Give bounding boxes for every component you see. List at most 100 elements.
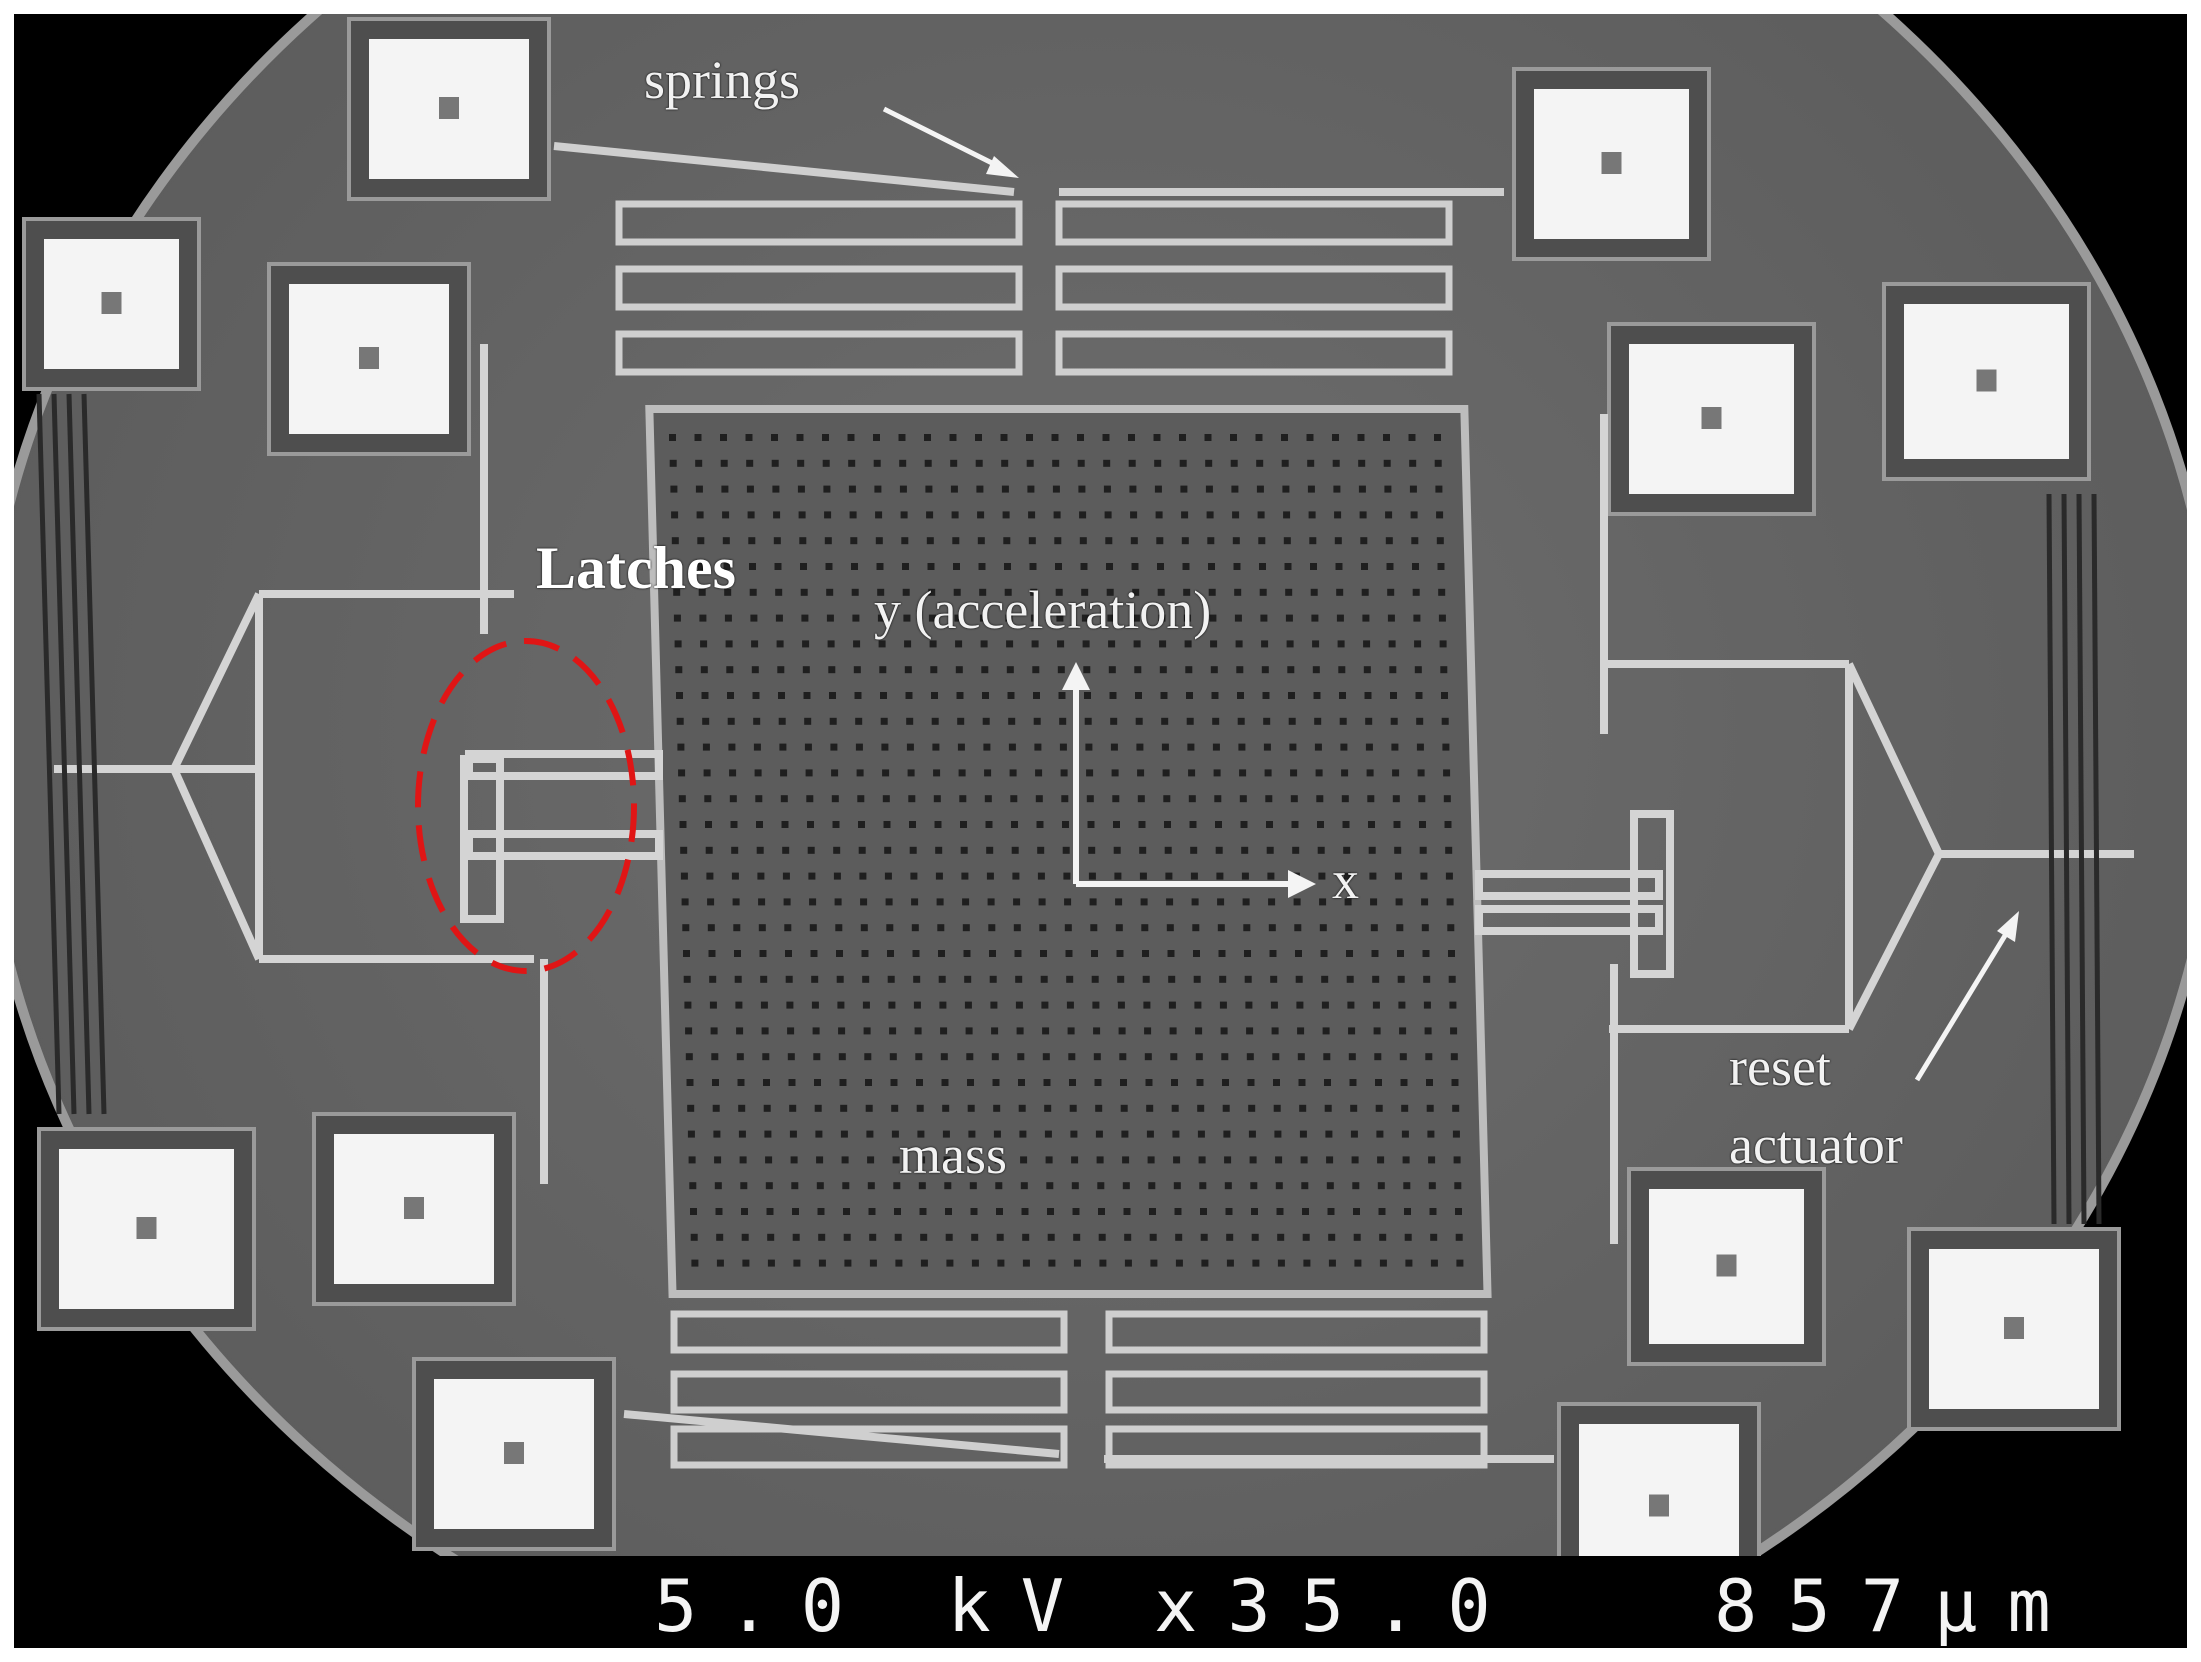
etch-hole [1122,1182,1130,1190]
etch-hole [1392,795,1400,803]
etch-hole [1241,846,1249,854]
etch-hole [1045,1156,1053,1164]
etch-hole [952,537,960,545]
etch-hole [818,1259,826,1267]
etch-hole [1370,924,1378,932]
etch-hole [957,743,965,751]
etch-hole [1103,459,1111,467]
etch-hole [1346,950,1353,957]
etch-hole [1273,1079,1280,1086]
etch-hole [1042,1053,1050,1061]
etch-hole [1256,459,1264,467]
etch-hole [1017,1053,1025,1061]
etch-hole [1088,846,1096,854]
etch-hole [1042,1027,1050,1035]
etch-hole [955,640,963,648]
etch-hole [1445,872,1453,880]
etch-hole [1267,872,1275,880]
etch-hole [977,537,985,545]
etch-hole [1285,614,1293,622]
etch-hole [1368,846,1376,854]
etch-hole [850,537,858,545]
etch-hole [714,1156,722,1164]
etch-hole [1004,563,1011,570]
etch-hole [1338,666,1346,674]
etch-hole [1284,563,1292,570]
etch-hole [1084,717,1092,725]
etch-hole [1044,1130,1052,1138]
etch-hole [1314,717,1322,725]
etch-hole [1417,769,1425,777]
etch-hole [1197,1130,1205,1138]
etch-hole [919,1208,927,1215]
etch-hole [1419,821,1426,828]
etch-hole [1223,1130,1231,1138]
bond-pad-via [504,1442,524,1464]
etch-hole [1097,1182,1105,1190]
etch-hole [811,1001,819,1009]
etch-hole [997,1259,1005,1267]
etch-hole [804,717,812,725]
etch-hole [714,1182,722,1190]
etch-hole [1387,614,1395,622]
etch-hole [707,898,715,906]
etch-hole [1012,872,1020,880]
etch-hole [1210,666,1218,674]
etch-hole [807,821,814,828]
etch-hole [824,537,832,545]
etch-hole [1222,1079,1229,1086]
etch-hole [1230,434,1237,441]
etch-hole [1270,1001,1278,1009]
etch-hole [1435,485,1443,493]
etch-hole [860,898,868,906]
etch-hole [931,717,939,725]
etch-hole [1391,743,1399,751]
etch-hole [928,614,936,622]
etch-hole [1028,537,1036,545]
etch-hole [1037,872,1045,880]
etch-hole [1271,1027,1279,1035]
etch-hole [866,1130,874,1138]
etch-hole [994,1156,1002,1164]
etch-hole [778,717,786,725]
etch-hole [1389,666,1397,674]
etch-hole [678,795,686,803]
etch-hole [932,743,940,751]
etch-hole [989,950,996,957]
etch-hole [1323,1053,1331,1061]
etch-hole [955,666,963,674]
etch-hole [1411,537,1419,545]
etch-hole [1441,717,1449,725]
etch-hole [1337,640,1345,648]
etch-hole [1239,795,1247,803]
etch-hole [1013,898,1021,906]
etch-hole [1428,1156,1436,1164]
etch-hole [1220,1027,1228,1035]
etch-hole [929,640,937,648]
etch-hole [1110,743,1118,751]
etch-hole [1059,743,1067,751]
etch-hole [1437,563,1445,570]
etch-hole [1200,1208,1207,1215]
etch-hole [735,1001,743,1009]
etch-hole [926,511,934,519]
etch-hole [704,795,712,803]
etch-hole [1313,692,1321,699]
etch-hole [1188,769,1196,777]
etch-hole [1179,459,1187,467]
etch-hole [940,1027,948,1035]
etch-hole [1314,743,1322,751]
etch-hole [1325,1130,1333,1138]
etch-hole [1219,1001,1227,1009]
etch-hole [1393,821,1401,828]
etch-hole [1128,459,1136,467]
etch-hole [1316,795,1324,803]
etch-hole [1310,588,1318,596]
etch-hole [775,588,783,596]
etch-hole [847,434,855,441]
etch-hole [1450,1053,1458,1061]
etch-hole [736,1053,744,1061]
etch-hole [1234,614,1242,622]
etch-hole [1085,743,1093,751]
etch-hole [949,434,957,441]
